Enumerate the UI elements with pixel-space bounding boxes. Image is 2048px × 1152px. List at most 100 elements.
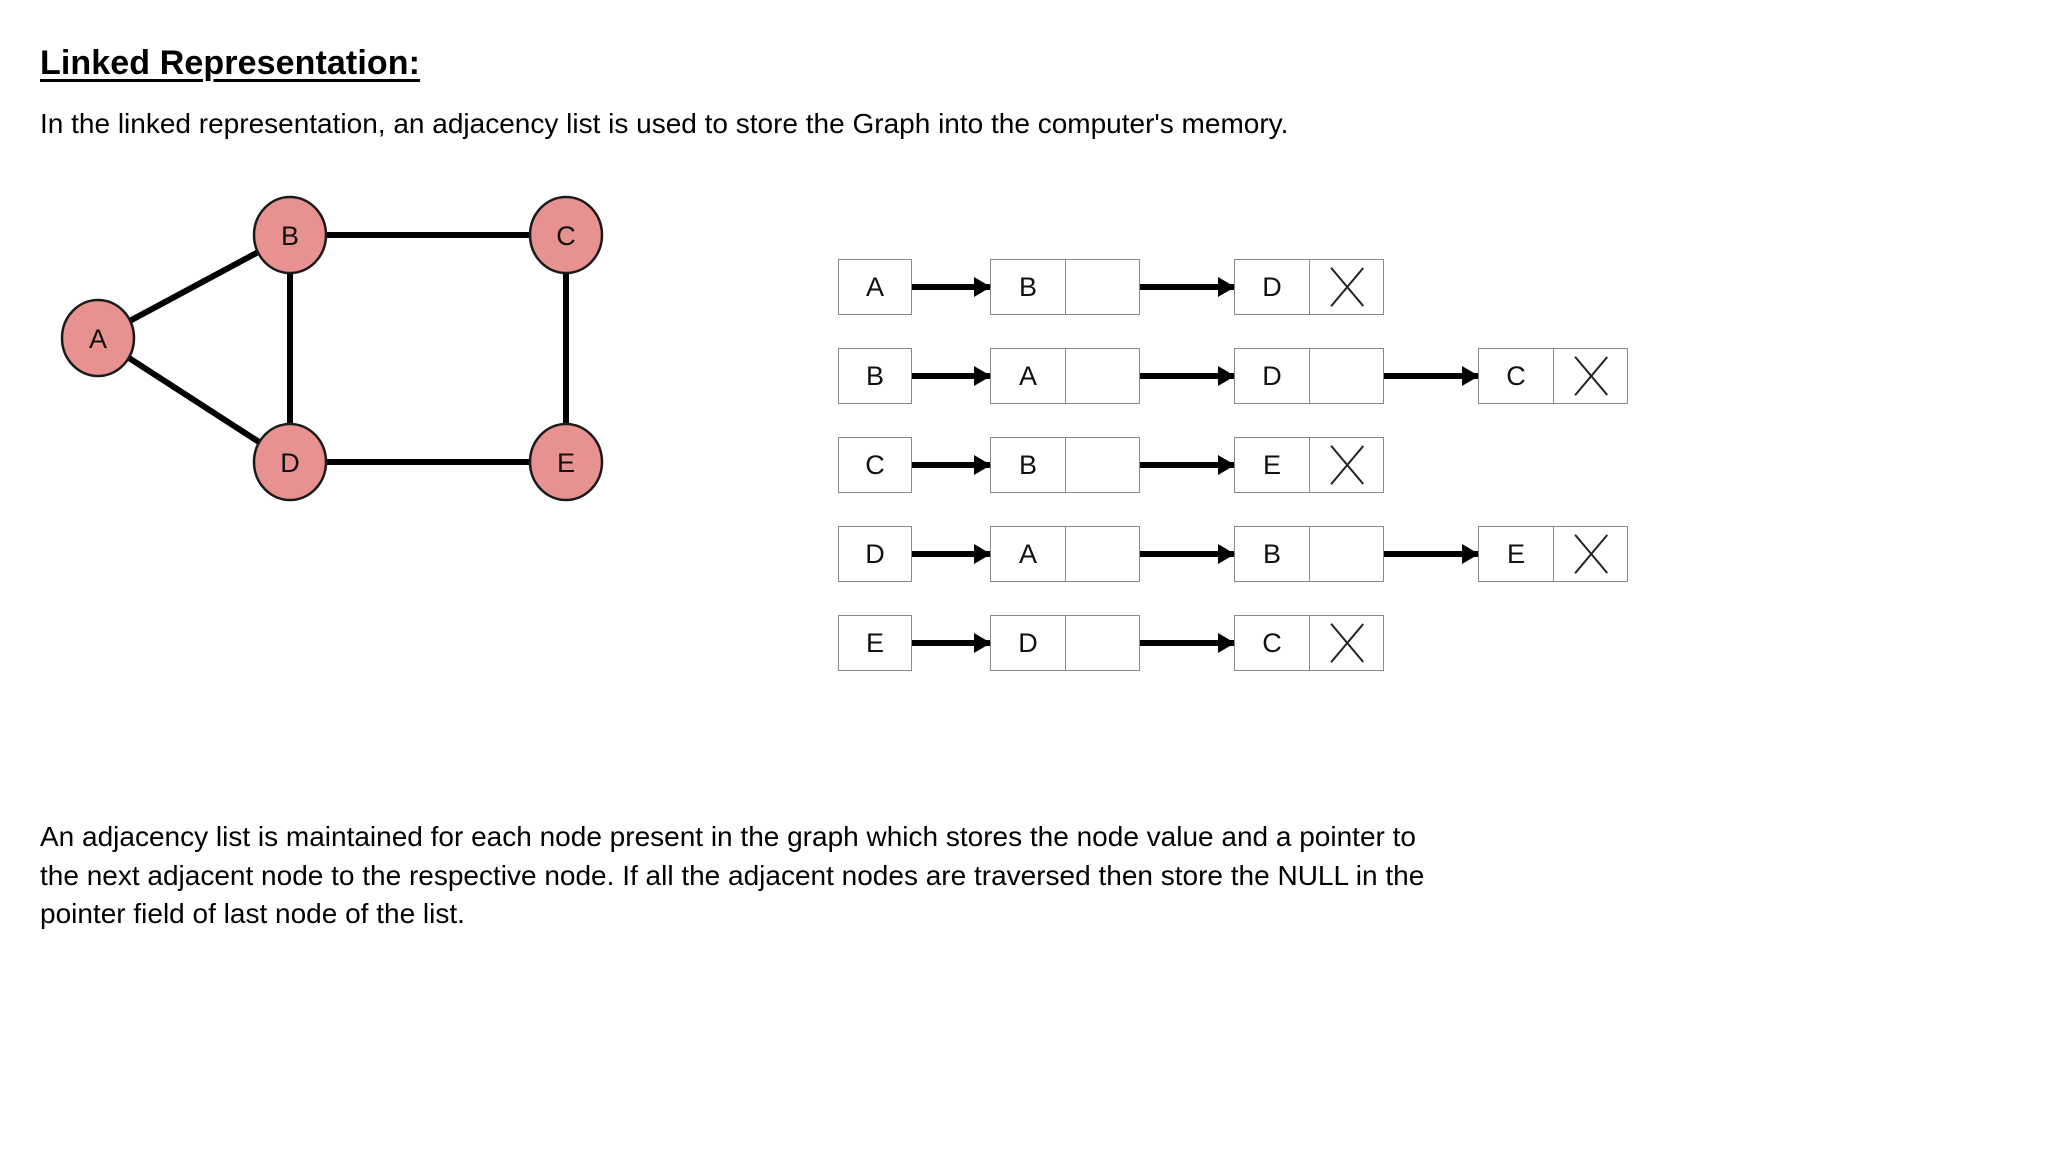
list-node-box[interactable]: D — [1234, 259, 1384, 315]
null-pointer-icon — [1562, 355, 1619, 397]
body-paragraph: An adjacency list is maintained for each… — [40, 818, 2030, 934]
null-pointer-icon — [1318, 266, 1375, 308]
graph-node-circle — [528, 195, 604, 275]
graph-edge-a-d — [125, 354, 263, 446]
arrow-shaft — [912, 284, 990, 290]
list-node-value: A — [1018, 538, 1037, 569]
arrow-head — [1462, 366, 1479, 386]
list-node-value: B — [1018, 271, 1037, 302]
graph-edge-a-b — [126, 248, 262, 325]
list-head-box-c[interactable]: C — [838, 437, 912, 493]
graph-node-label: E — [557, 448, 575, 478]
graph-node-circle — [528, 422, 604, 502]
list-node-pointer — [1065, 527, 1139, 581]
null-pointer-icon — [1318, 622, 1375, 664]
graph-nodes: A B C D E — [60, 195, 604, 502]
list-node-value: E — [1506, 538, 1525, 569]
pointer-arrow-icon — [1140, 615, 1235, 671]
arrow-head — [974, 366, 991, 386]
list-node-box[interactable]: C — [1234, 615, 1384, 671]
list-node-pointer — [1309, 527, 1383, 581]
pointer-arrow-icon — [912, 348, 991, 404]
arrow-shaft — [912, 373, 990, 379]
list-head-value: A — [865, 271, 884, 302]
list-node-value: B — [1262, 538, 1281, 569]
page-title: Linked Representation: — [40, 44, 421, 82]
graph-node-label: D — [280, 448, 300, 478]
list-node-box[interactable]: E — [1234, 437, 1384, 493]
arrow-shaft — [912, 551, 990, 557]
arrow-shaft — [1140, 462, 1234, 468]
arrow-shaft — [912, 462, 990, 468]
graph-node-label: B — [281, 221, 299, 251]
list-head-value: D — [865, 538, 885, 569]
list-head-box-a[interactable]: A — [838, 259, 912, 315]
list-node-value: C — [1506, 360, 1526, 391]
graph-diagram: A B C D E — [60, 190, 660, 510]
list-node-pointer — [1309, 260, 1383, 314]
list-node-box[interactable]: B — [990, 259, 1140, 315]
null-pointer-icon — [1318, 444, 1375, 486]
pointer-arrow-icon — [1140, 259, 1235, 315]
arrow-head — [974, 277, 991, 297]
list-head-value: B — [865, 360, 884, 391]
list-node-value: B — [1018, 449, 1037, 480]
list-node-pointer — [1309, 438, 1383, 492]
arrow-shaft — [1384, 551, 1478, 557]
paragraph-line: pointer field of last node of the list. — [40, 898, 465, 930]
list-node-box[interactable]: D — [1234, 348, 1384, 404]
graph-node-c[interactable]: C — [528, 195, 604, 275]
list-head-box-d[interactable]: D — [838, 526, 912, 582]
list-node-pointer — [1065, 349, 1139, 403]
list-node-box[interactable]: D — [990, 615, 1140, 671]
graph-svg: A B C D E — [60, 195, 604, 502]
graph-node-label: A — [89, 324, 107, 354]
graph-node-label: C — [556, 221, 576, 251]
arrow-head — [1462, 544, 1479, 564]
graph-node-e[interactable]: E — [528, 422, 604, 502]
pointer-arrow-icon — [912, 615, 991, 671]
list-node-pointer — [1553, 527, 1627, 581]
null-pointer-icon — [1562, 533, 1619, 575]
pointer-arrow-icon — [1384, 526, 1479, 582]
list-head-value: C — [865, 449, 885, 480]
list-node-box[interactable]: A — [990, 526, 1140, 582]
graph-node-a[interactable]: A — [60, 298, 136, 378]
graph-node-circle — [252, 422, 328, 502]
arrow-shaft — [1140, 284, 1234, 290]
adjacency-list-diagram: A B D B A D C C B E D A B E E D C — [838, 258, 1658, 698]
arrow-head — [1218, 633, 1235, 653]
list-head-box-e[interactable]: E — [838, 615, 912, 671]
list-node-pointer — [1553, 349, 1627, 403]
pointer-arrow-icon — [1140, 526, 1235, 582]
graph-node-d[interactable]: D — [252, 422, 328, 502]
arrow-head — [974, 633, 991, 653]
list-node-box[interactable]: B — [990, 437, 1140, 493]
arrow-head — [1218, 366, 1235, 386]
pointer-arrow-icon — [912, 526, 991, 582]
list-node-box[interactable]: C — [1478, 348, 1628, 404]
list-node-box[interactable]: E — [1478, 526, 1628, 582]
paragraph-line: An adjacency list is maintained for each… — [40, 821, 1416, 852]
list-node-box[interactable]: A — [990, 348, 1140, 404]
graph-node-b[interactable]: B — [252, 195, 328, 275]
list-node-pointer — [1309, 616, 1383, 670]
graph-edges — [125, 232, 569, 465]
list-node-value: D — [1018, 627, 1038, 658]
arrow-head — [1218, 544, 1235, 564]
list-node-box[interactable]: B — [1234, 526, 1384, 582]
arrow-head — [1218, 455, 1235, 475]
arrow-shaft — [912, 640, 990, 646]
list-node-pointer — [1065, 438, 1139, 492]
list-head-box-b[interactable]: B — [838, 348, 912, 404]
pointer-arrow-icon — [1384, 348, 1479, 404]
list-node-pointer — [1065, 616, 1139, 670]
list-node-value: E — [1262, 449, 1281, 480]
list-head-value: E — [865, 627, 884, 658]
intro-paragraph: In the linked representation, an adjacen… — [40, 108, 1289, 139]
